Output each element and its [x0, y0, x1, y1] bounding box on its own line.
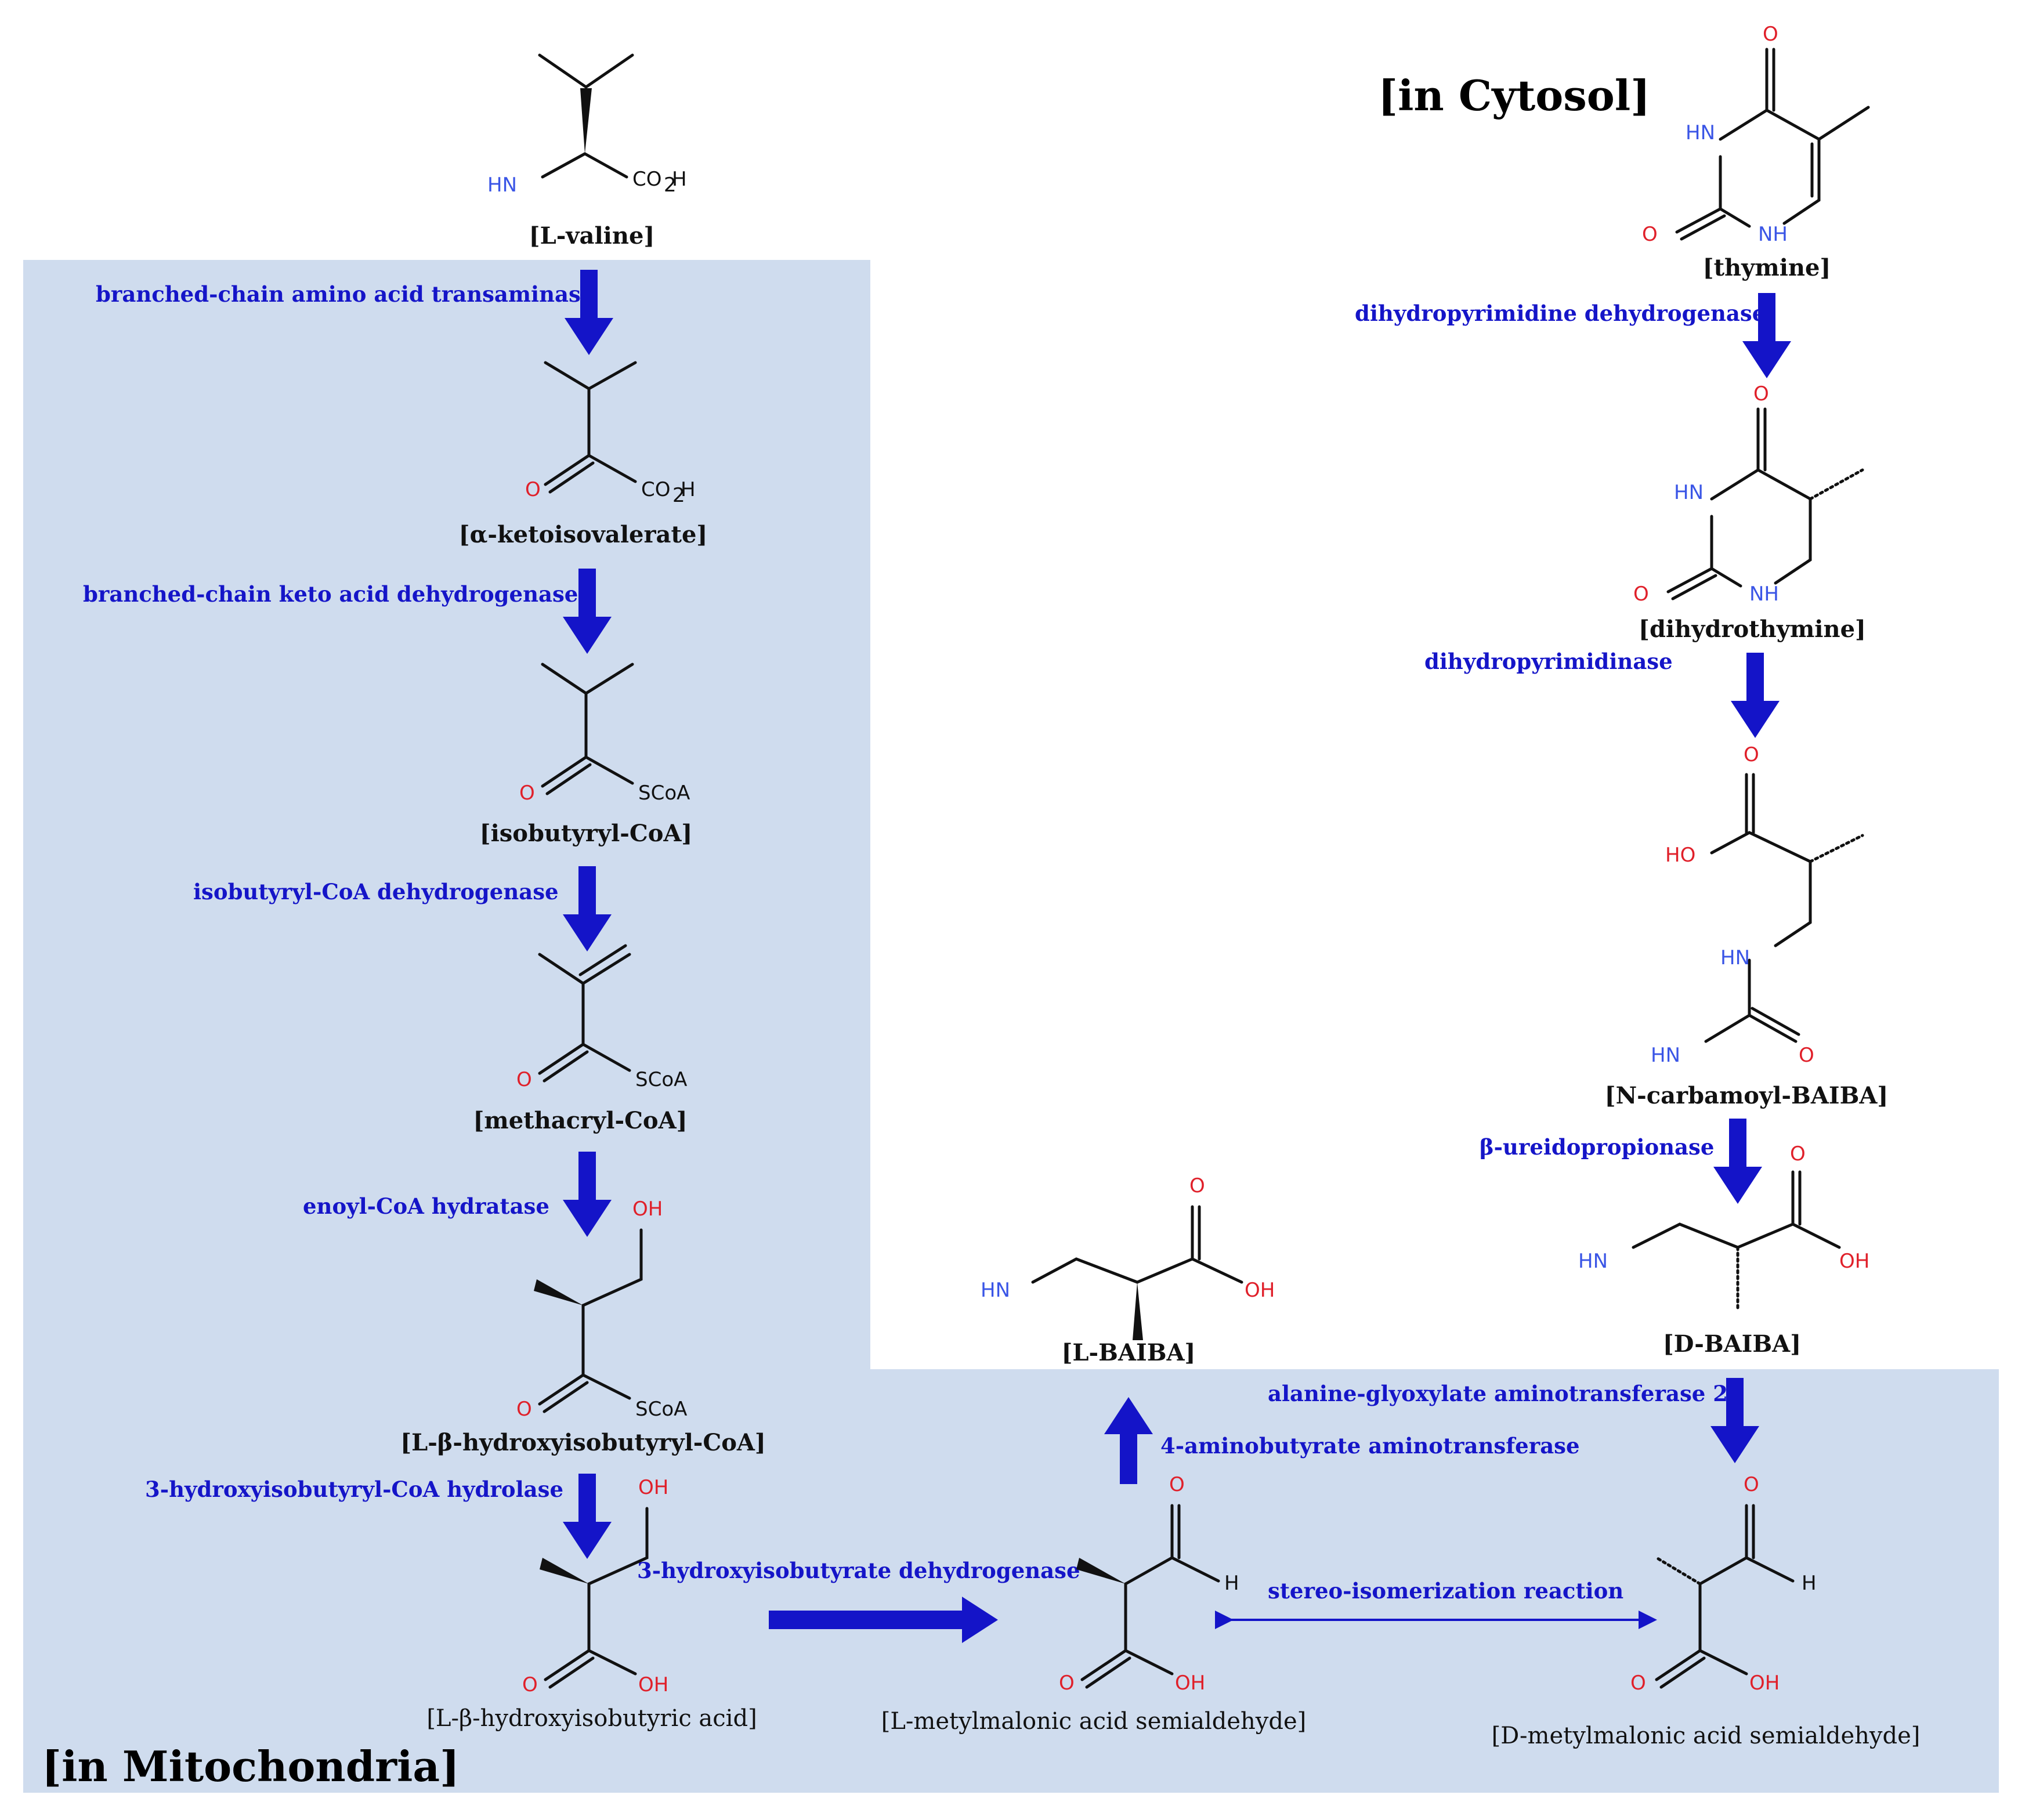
svg-text:HN: HN: [1578, 1250, 1608, 1273]
enzyme-isomerization: stereo-isomerization reaction: [1268, 1578, 1623, 1604]
svg-text:O: O: [1169, 1473, 1185, 1496]
arrow-isobutyryl-to-methacryl: [563, 866, 612, 951]
svg-text:OH: OH: [1839, 1250, 1869, 1273]
svg-text:H: H: [681, 478, 696, 501]
structure-d-mmsa: O H O OH: [1630, 1473, 1817, 1695]
structure-l-baiba: HN O OH: [981, 1174, 1275, 1340]
compound-d-mmsa: [D-metylmalonic acid semialdehyde]: [1492, 1723, 1921, 1749]
atom-h: H: [672, 168, 687, 191]
arrow-ncarbamoyl-to-dbaiba: [1713, 1119, 1762, 1204]
svg-text:HN: HN: [487, 173, 517, 197]
svg-text:O: O: [519, 781, 535, 805]
svg-text:2: 2: [672, 484, 685, 507]
enzyme-bup: β-ureidopropionase: [1480, 1134, 1714, 1160]
svg-text:HN: HN: [1674, 481, 1704, 504]
enzyme-abat: 4-aminobutyrate aminotransferase: [1160, 1433, 1580, 1459]
enzyme-dpd: dihydropyrimidine dehydrogenase: [1355, 301, 1766, 326]
structure-isobutyryl-coa: O SCoA: [519, 663, 690, 805]
mitochondria-label: [in Mitochondria]: [42, 1742, 460, 1791]
svg-text:OH: OH: [638, 1673, 668, 1696]
svg-text:O: O: [1744, 743, 1759, 766]
arrow-lmmsa-to-lbaiba: [1104, 1397, 1153, 1484]
svg-text:H: H: [1224, 1572, 1239, 1595]
svg-text:O: O: [1753, 382, 1769, 406]
structure-dihydrothymine: O HN O NH: [1633, 382, 1864, 606]
svg-text:O: O: [516, 1398, 532, 1421]
compound-l-bhib-coa: [L-β-hydroxyisobutyryl-CoA]: [400, 1429, 766, 1456]
svg-text:OH: OH: [1245, 1279, 1275, 1302]
svg-text:OH: OH: [1749, 1671, 1780, 1695]
enzyme-ibd: isobutyryl-CoA dehydrogenase: [193, 879, 559, 904]
svg-text:O: O: [1799, 1044, 1814, 1067]
structure-n-carbamoyl-baiba: O HO HN HN O: [1651, 743, 1864, 1067]
compound-thymine: [thymine]: [1703, 254, 1831, 281]
svg-text:SCoA: SCoA: [635, 1068, 687, 1091]
svg-text:HN: HN: [1686, 121, 1715, 144]
compound-dihydrothymine: [dihydrothymine]: [1639, 616, 1866, 643]
svg-text:SCoA: SCoA: [638, 781, 690, 805]
arrow-dihydrothymine-to-ncarbamoyl: [1731, 653, 1780, 738]
arrow-dbaiba-to-dmmsa: [1710, 1378, 1759, 1463]
compound-l-mmsa: [L-metylmalonic acid semialdehyde]: [881, 1708, 1307, 1735]
svg-text:O: O: [1059, 1671, 1075, 1695]
svg-text:HN: HN: [981, 1279, 1010, 1302]
structure-l-mmsa: O H O OH: [1059, 1473, 1239, 1695]
arrow-thymine-to-dihydrothymine: [1742, 293, 1791, 378]
svg-text:OH: OH: [638, 1476, 668, 1499]
cytosol-label: [in Cytosol]: [1378, 71, 1650, 120]
enzyme-agxt2: alanine-glyoxylate aminotransferase 2: [1268, 1381, 1728, 1406]
svg-text:O: O: [522, 1673, 538, 1696]
structure-thymine: O HN O NH: [1642, 23, 1870, 246]
svg-text:O: O: [525, 478, 541, 501]
structure-l-bhiba: OH O OH: [522, 1476, 668, 1696]
structure-methacryl-coa: O SCoA: [516, 944, 687, 1091]
compound-a-ketoisovalerate: [α-ketoisovalerate]: [459, 521, 708, 548]
svg-text:O: O: [1763, 23, 1778, 46]
svg-text:CO: CO: [632, 168, 662, 191]
enzyme-hibch: 3-hydroxyisobutyryl-CoA hydrolase: [145, 1477, 563, 1502]
svg-text:2: 2: [664, 173, 677, 197]
arrow-methacryl-to-bhibcoa: [563, 1152, 612, 1237]
structure-l-bhib-coa: OH O SCoA: [516, 1197, 687, 1421]
svg-text:O: O: [1189, 1174, 1205, 1197]
compound-methacryl-coa: [methacryl-CoA]: [473, 1107, 687, 1134]
svg-text:HO: HO: [1665, 844, 1695, 867]
svg-text:O: O: [1790, 1142, 1806, 1166]
svg-text:OH: OH: [632, 1197, 663, 1221]
enzyme-bckdh: branched-chain keto acid dehydrogenase: [83, 581, 578, 607]
arrow-bhiba-to-lmmsa: [769, 1597, 998, 1643]
svg-text:HN: HN: [1720, 946, 1750, 969]
svg-text:OH: OH: [1175, 1671, 1205, 1695]
svg-text:CO: CO: [641, 478, 671, 501]
compound-l-valine: [L-valine]: [529, 222, 655, 249]
compound-d-baiba: [D-BAIBA]: [1663, 1330, 1801, 1358]
structure-l-valine: HN CO 2 H: [487, 53, 687, 197]
arrow-keto-to-isobutyryl: [563, 569, 612, 654]
mitochondria-region: [23, 260, 1999, 1793]
enzyme-bcat: branched-chain amino acid transaminase: [96, 281, 594, 307]
compound-l-bhiba: [L-β-hydroxyisobutyric acid]: [426, 1705, 757, 1732]
compound-n-carbamoyl-baiba: [N-carbamoyl-BAIBA]: [1605, 1082, 1889, 1109]
enzyme-dhp: dihydropyrimidinase: [1424, 649, 1673, 674]
enzyme-hibadh: 3-hydroxyisobutyrate dehydrogenase: [637, 1558, 1080, 1583]
compound-isobutyryl-coa: [isobutyryl-CoA]: [480, 820, 693, 847]
svg-text:H: H: [1802, 1572, 1817, 1595]
svg-text:O: O: [1630, 1671, 1646, 1695]
svg-text:NH: NH: [1758, 223, 1788, 246]
structure-a-ketoisovalerate: O CO 2 H: [525, 361, 696, 507]
enzyme-ech: enoyl-CoA hydratase: [303, 1193, 549, 1219]
svg-text:SCoA: SCoA: [635, 1398, 687, 1421]
svg-text:O: O: [1642, 223, 1658, 246]
svg-text:HN: HN: [1651, 1044, 1680, 1067]
arrow-bhibcoa-to-bhiba: [563, 1474, 612, 1559]
svg-text:O: O: [1744, 1473, 1759, 1496]
arrow-valine-to-keto: [565, 270, 613, 355]
structure-d-baiba: HN O OH: [1578, 1142, 1869, 1313]
compound-l-baiba: [L-BAIBA]: [1062, 1339, 1196, 1366]
svg-text:O: O: [516, 1068, 532, 1091]
svg-text:O: O: [1633, 582, 1649, 606]
svg-text:NH: NH: [1749, 582, 1779, 606]
